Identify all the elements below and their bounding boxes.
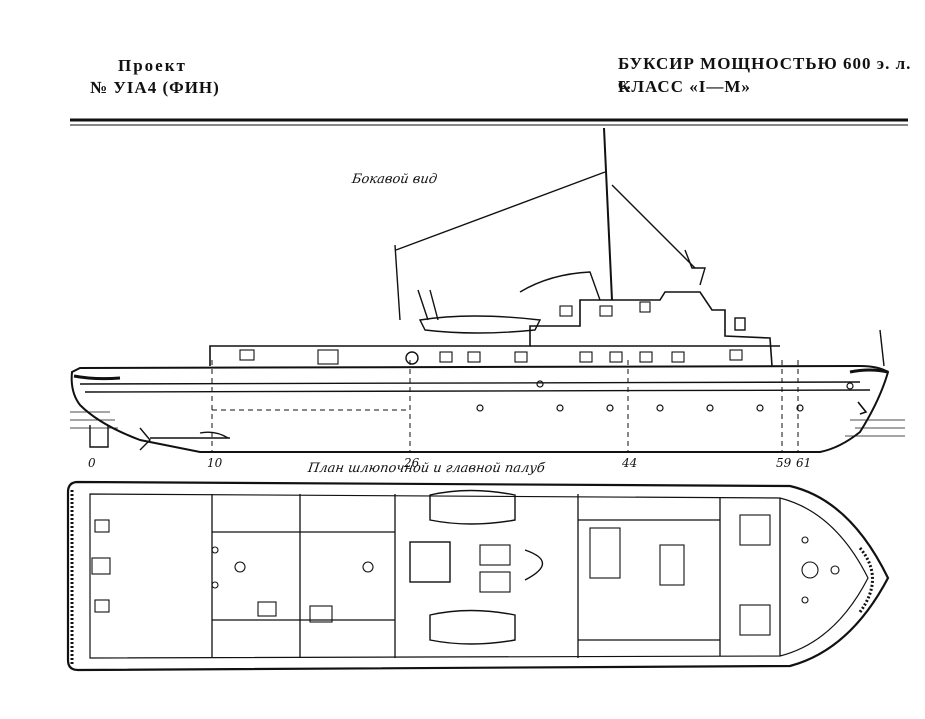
vent: [734, 317, 746, 331]
project-number: № УIA4 (ФИН): [90, 78, 220, 97]
bow-fender-plan: [858, 547, 874, 613]
hull-outline: [70, 364, 890, 453]
waterline-hatching: [70, 411, 905, 437]
anchor: [857, 401, 868, 415]
plan-view-label: План шлюпочной и главной палуб: [306, 461, 546, 476]
bow-fender: [849, 368, 889, 374]
project-label: Проект: [118, 56, 187, 75]
portholes: [476, 380, 854, 412]
bridge-top: [684, 249, 706, 286]
stay-fwd: [611, 184, 696, 269]
deck-fittings: [91, 514, 840, 636]
side-view: [70, 127, 905, 453]
frame-label-26: 26: [404, 456, 420, 470]
frame-label-61: 61: [796, 456, 812, 470]
plan-lifeboat-stbd: [429, 609, 516, 645]
propeller: [139, 427, 151, 451]
title-class: КЛАСС «I—М»: [618, 77, 751, 96]
funnel-plan: [524, 549, 544, 581]
wale-line: [84, 389, 871, 393]
engine-casing: [409, 541, 451, 583]
frame-label-0: 0: [88, 456, 96, 470]
stay-aft: [395, 171, 606, 251]
frame-label-44: 44: [622, 456, 638, 470]
shaft-bracket: [199, 431, 229, 439]
bulkheads: [211, 494, 781, 658]
plan-hull-outline: [66, 480, 890, 672]
superstructure: [209, 291, 773, 367]
plan-inner-outline: [89, 493, 869, 659]
davit-arms: [417, 289, 439, 321]
mast: [603, 127, 613, 301]
frame-label-10: 10: [207, 456, 223, 470]
plan-lifeboat-port: [429, 489, 516, 525]
jackstaff: [879, 329, 885, 367]
side-view-label: Бокавой вид: [350, 172, 439, 187]
stern-fender: [73, 374, 121, 381]
title-power: БУКСИР МОЩНОСТЬЮ 600 э. л. с.: [618, 54, 912, 93]
sheer-line: [79, 381, 861, 385]
windows: [239, 301, 743, 365]
frame-label-59: 59: [776, 456, 792, 470]
plan-view: [66, 480, 890, 672]
lifeboat-side: [418, 315, 542, 334]
frame-lines: [211, 360, 799, 452]
funnel-cowl: [519, 271, 601, 301]
lifebuoy: [405, 351, 419, 365]
davit-post: [394, 244, 401, 321]
rudder: [89, 425, 109, 448]
header-rule: [70, 118, 908, 126]
